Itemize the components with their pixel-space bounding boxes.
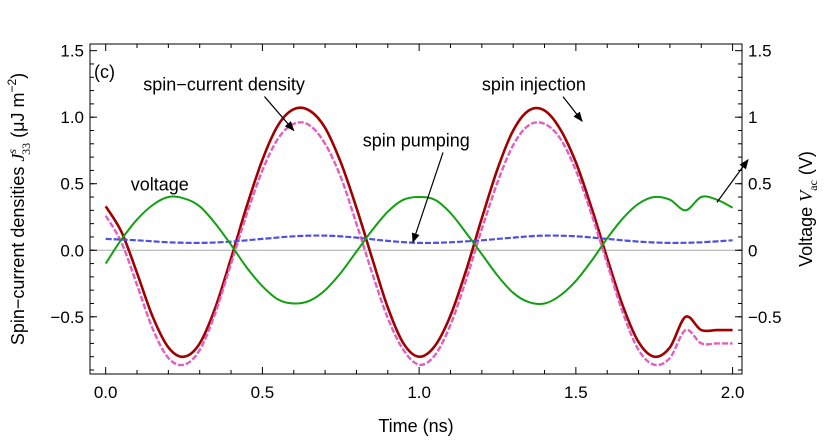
series-line-0 (104, 106, 733, 359)
y-left-unit-close: ) (8, 73, 28, 79)
y-axis-left-label: Spin−current densities Js33 (μJ m−2) (5, 73, 33, 345)
y-right-unit: (V) (796, 151, 816, 180)
y-left-tick-label: 1.0 (60, 108, 84, 127)
x-tick-label: 1.5 (564, 383, 588, 402)
y-left-tick-label: 0.5 (60, 175, 84, 194)
x-tick-label: 0.5 (251, 383, 275, 402)
series-line-1 (104, 121, 733, 367)
plot-frame (89, 43, 743, 375)
x-axis-ticks: 0.0 0.5 1.0 1.5 2.0 (94, 44, 745, 402)
x-tick-label: 0.0 (94, 383, 118, 402)
y-left-unit: (μJ m (8, 93, 28, 143)
y-left-tick-label: −0.5 (50, 308, 84, 327)
annotation-arrow (264, 96, 295, 132)
x-tick-label: 1.0 (407, 383, 431, 402)
x-axis-label: Time (ns) (378, 416, 453, 436)
y-right-prefix: Voltage (796, 202, 816, 267)
y-left-symbol: J (8, 153, 28, 162)
y-right-subscript: ac (806, 180, 820, 191)
y-right-tick-label: 1.5 (748, 42, 772, 61)
x-tick-label: 2.0 (721, 383, 745, 402)
annotation-label: spin injection (482, 75, 586, 95)
y-axis-left-ticks: −0.5 0.0 0.5 1.0 1.5 (50, 42, 97, 371)
series-line-2 (105, 234, 733, 245)
y-left-superscript: s (5, 149, 19, 154)
annotation-arrow (411, 152, 444, 244)
y-right-tick-label: 0 (748, 241, 757, 260)
y-left-unit-exp: −2 (5, 79, 19, 93)
annotation-arrow (562, 96, 583, 122)
y-left-prefix: Spin−current densities (8, 162, 28, 346)
y-right-symbol: V (796, 189, 816, 202)
annotations-layer: spin−current density spin injection spin p… (131, 75, 749, 244)
series-line-3 (104, 195, 734, 306)
annotation-arrow (716, 158, 749, 203)
annotation-label: spin−current density (143, 75, 305, 95)
y-right-tick-label: 0.5 (748, 175, 772, 194)
y-axis-right-label: Voltage Vac (V) (796, 151, 820, 267)
y-right-tick-label: 1 (748, 108, 757, 127)
y-left-tick-label: 1.5 (60, 42, 84, 61)
annotation-label: spin pumping (363, 130, 470, 150)
y-right-tick-label: −0.5 (748, 308, 782, 327)
panel-label: (c) (94, 62, 115, 82)
y-left-tick-label: 0.0 (60, 241, 84, 260)
annotation-label: voltage (131, 174, 189, 194)
y-left-subscript: 33 (19, 143, 33, 155)
